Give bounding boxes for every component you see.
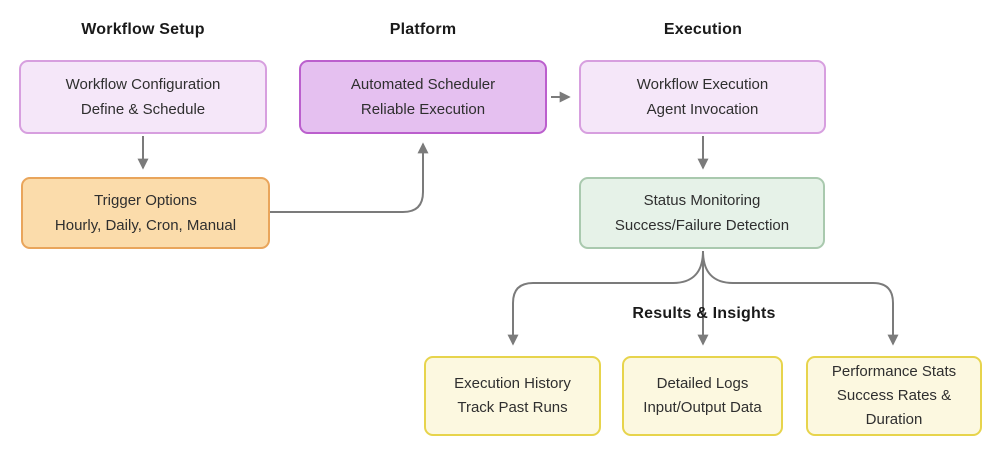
node-label-line: Input/Output Data [643,399,762,416]
node-label-line: Execution History [454,375,571,392]
node-label-line: Workflow Execution [636,76,769,93]
node-label-line: Reliable Execution [360,101,486,118]
node-label-line: Trigger Options [94,192,197,209]
node-label-line: Success/Failure Detection [614,217,790,234]
node-execution-history: Execution History Track Past Runs [424,356,601,436]
node-performance-stats: Performance Stats Success Rates & Durati… [806,356,982,436]
section-title-workflow-setup: Workflow Setup [81,21,205,38]
node-label-line: Automated Scheduler [350,76,496,93]
node-workflow-configuration: Workflow Configuration Define & Schedule [19,60,267,134]
node-label-line: Success Rates & Duration [836,387,952,428]
arrow-status-to-history [507,250,704,346]
arrow-status-to-stats [702,250,899,346]
node-label-line: Agent Invocation [646,101,759,118]
section-title-execution: Execution [663,21,743,38]
node-label-line: Workflow Configuration [65,76,221,93]
node-label-line: Define & Schedule [80,101,206,118]
section-title-results-insights: Results & Insights [632,305,776,322]
node-workflow-execution: Workflow Execution Agent Invocation [579,60,826,134]
node-label-line: Status Monitoring [643,192,761,209]
arrow-trigger-to-scheduler [270,142,429,213]
node-label-line: Performance Stats [831,363,957,380]
node-label-line: Hourly, Daily, Cron, Manual [54,217,237,234]
node-label-line: Track Past Runs [457,399,568,416]
section-title-platform: Platform [389,21,457,38]
node-automated-scheduler: Automated Scheduler Reliable Execution [299,60,547,134]
node-label-line: Detailed Logs [656,375,749,392]
node-trigger-options: Trigger Options Hourly, Daily, Cron, Man… [21,177,270,249]
node-detailed-logs: Detailed Logs Input/Output Data [622,356,783,436]
node-status-monitoring: Status Monitoring Success/Failure Detect… [579,177,825,249]
